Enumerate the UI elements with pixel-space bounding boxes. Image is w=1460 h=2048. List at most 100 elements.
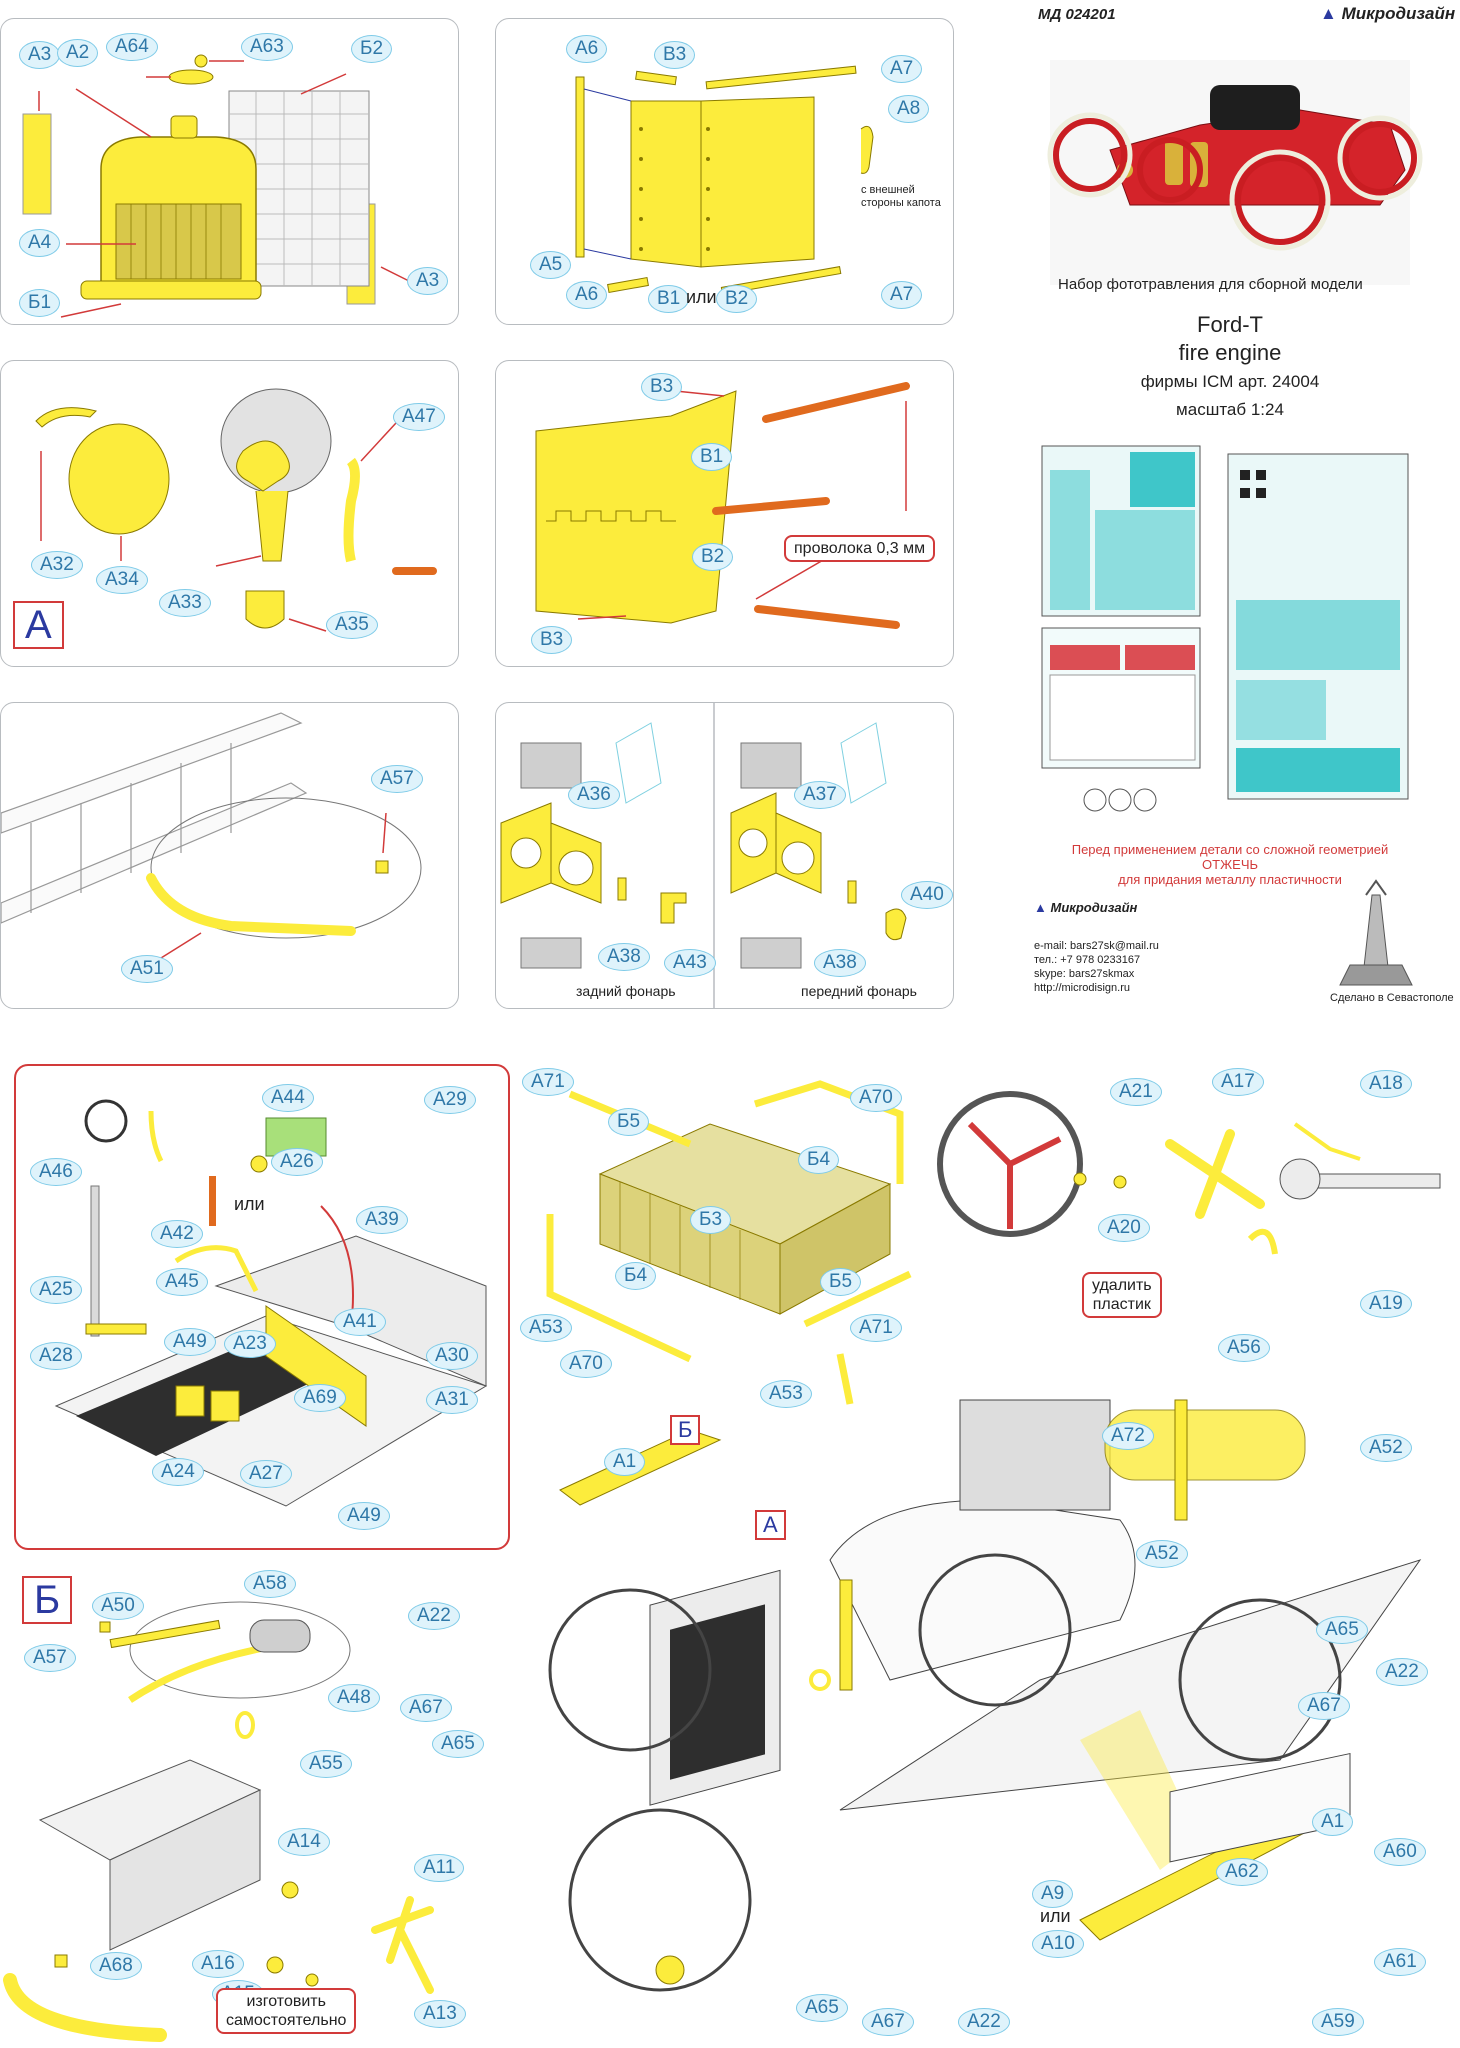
label-a2: A2 (57, 39, 99, 67)
ladder-rail-bottom (1, 782, 308, 924)
car-radiator-core (670, 1604, 765, 1780)
wheel-front-right (568, 1808, 752, 1992)
label-b3: Б3 (690, 1206, 732, 1234)
label-a64: A64 (106, 33, 158, 61)
label-a6-bottom: A6 (566, 281, 608, 309)
label-a25: A25 (30, 1276, 82, 1304)
label-a1-left: A1 (604, 1448, 646, 1476)
label-a60: A60 (1374, 1838, 1426, 1866)
label-a62: A62 (1216, 1858, 1268, 1886)
part-b1-hood-side (630, 100, 702, 268)
steering-wheel-rim (937, 1091, 1083, 1237)
label-a5: A5 (530, 251, 572, 279)
header-block: МД 024201 ▲ Микродизайн Набор фототравле… (1000, 0, 1460, 1040)
label-a39: A39 (356, 1206, 408, 1234)
wire-a42 (209, 1176, 216, 1226)
label-a51: A51 (121, 955, 173, 983)
label-a65: A65 (432, 1730, 484, 1758)
label-b3-bottom: B3 (531, 626, 573, 654)
part-a3-left (22, 113, 52, 215)
label-a59: A59 (1312, 2008, 1364, 2036)
car-seat (829, 1499, 1136, 1681)
group-basket: A71 A70 Б5 Б4 Б3 A53 Б4 Б5 A70 A71 (520, 1064, 920, 1405)
caption-rear-lamp: задний фонарь (576, 983, 676, 999)
label-a22-bottom: A22 (958, 2008, 1010, 2036)
part-a21-washer (1073, 1172, 1087, 1186)
label-a71-bottom: A71 (850, 1314, 902, 1342)
part-a9-ring (809, 1669, 831, 1691)
group-main-car: A56 A72 A52 A52 A1 Б A A22 A67 A65 A65 A… (400, 1334, 1460, 2048)
label-a67-bottom: A67 (862, 2008, 914, 2036)
label-a53: A53 (520, 1314, 572, 1342)
label-b1: B1 (648, 285, 690, 313)
label-a68: A68 (90, 1952, 142, 1980)
label-a71: A71 (522, 1068, 574, 1096)
detail-ellipse-b (129, 1601, 351, 1699)
set-title: Набор фототравления для сборной модели (1058, 276, 1363, 293)
made-in: Сделано в Севастополе (1330, 992, 1454, 1004)
label-a41: A41 (334, 1308, 386, 1336)
label-a3-right: A3 (407, 267, 449, 295)
label-a48: A48 (328, 1684, 380, 1712)
part-a46-mirror (84, 1099, 128, 1143)
section-b-drawing (3, 1601, 434, 2042)
section-marker-b-car: Б (670, 1415, 701, 1445)
part-a47-arm (343, 457, 360, 563)
label-a67-right: A67 (1298, 1692, 1350, 1720)
car-tank (1104, 1409, 1306, 1481)
label-a7: A7 (881, 55, 923, 83)
label-a4: A4 (19, 229, 61, 257)
label-a63: A63 (241, 33, 293, 61)
part-a6-top (635, 70, 677, 86)
part-a6-bottom (607, 277, 649, 293)
model-line-2: fire engine (1178, 340, 1282, 365)
label-a45: A45 (156, 1268, 208, 1296)
car-extinguisher (1165, 140, 1183, 185)
label-b3: B3 (654, 41, 696, 69)
part-a26-ring (250, 1155, 268, 1173)
hose (3, 1973, 167, 2042)
label-a55: A55 (300, 1750, 352, 1778)
label-a7-bottom: A7 (881, 281, 923, 309)
rear-lamp-glass (615, 722, 662, 804)
note-or-dash: или (234, 1194, 265, 1214)
label-a32: A32 (31, 551, 83, 579)
hood-louvers (546, 510, 676, 522)
label-a17: A17 (1212, 1068, 1264, 1096)
part-a33-bracket (236, 440, 290, 562)
label-b4: Б4 (798, 1146, 840, 1174)
panel-hood-wires: B3 B1 B2 B3 проволока 0,3 мм (495, 360, 954, 667)
part-a23-pedal (175, 1385, 205, 1417)
part-a71-bar-2 (803, 1270, 912, 1328)
fret-sheets (1041, 445, 1409, 812)
label-a29: A29 (424, 1086, 476, 1114)
label-a42: A42 (151, 1220, 203, 1248)
panel-lamp-a: A47 A32 A34 A33 A35 A (0, 360, 459, 667)
part-a55-ring (235, 1711, 255, 1739)
part-a38-clip-front (847, 880, 857, 904)
label-a69: A69 (294, 1384, 346, 1412)
label-a28: A28 (30, 1342, 82, 1370)
contact-phone: тел.: +7 978 0233167 (1034, 954, 1141, 966)
part-a7-top (705, 65, 857, 90)
label-a40: A40 (901, 881, 953, 909)
scale-line: масштаб 1:24 (1176, 400, 1284, 419)
label-a52: A52 (1360, 1434, 1412, 1462)
detail-ellipse (150, 797, 422, 939)
part-a15-washer (305, 1973, 319, 1987)
part-a28-strip (85, 1323, 147, 1335)
brand-logo: ▲ Микродизайн (1320, 4, 1456, 23)
monument-icon (1339, 879, 1413, 986)
part-a65-disc (655, 1955, 685, 1985)
part-a19-arc (1247, 1228, 1278, 1255)
panel-lamps: A36 A38 A43 A37 A38 A40 задний фонарь пе… (495, 702, 954, 1009)
car-chassis (839, 1559, 1422, 1811)
engine-side (109, 1789, 261, 1951)
model-line-1: Ford-T (1197, 312, 1263, 337)
label-b4-front: Б4 (615, 1262, 657, 1290)
contact-skype: skype: bars27skmax (1034, 968, 1135, 980)
maker-line: фирмы ICM арт. 24004 (1140, 372, 1320, 391)
part-a32-ring (35, 407, 97, 428)
